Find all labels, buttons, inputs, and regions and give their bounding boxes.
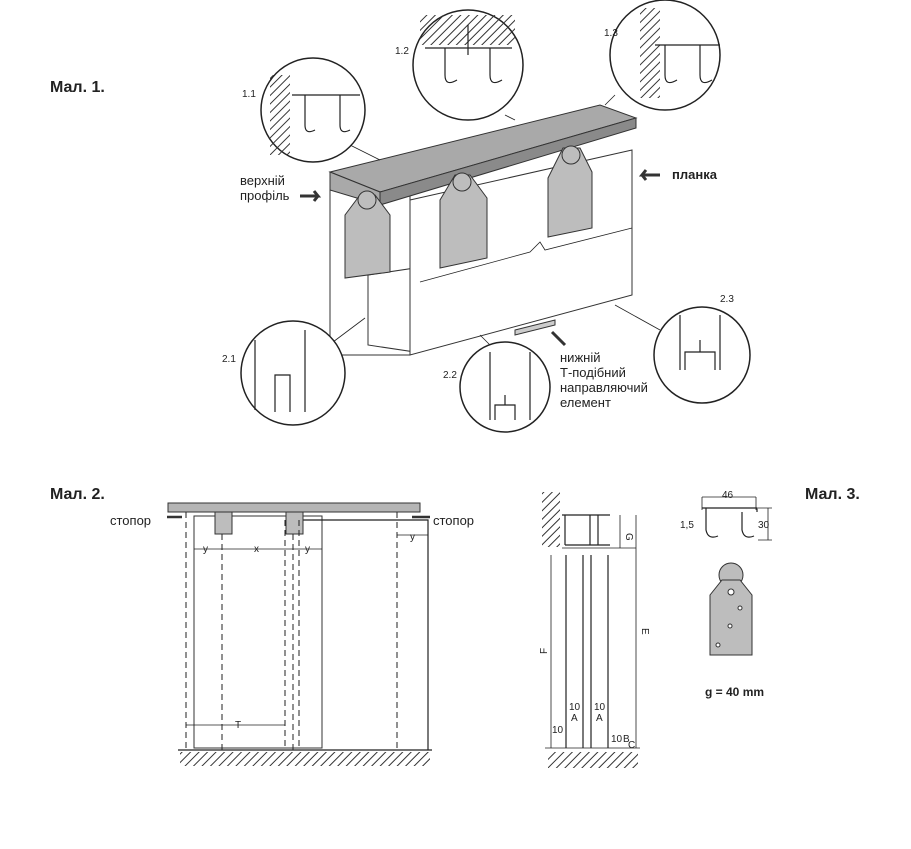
svg-text:46: 46 xyxy=(722,490,734,501)
detail-1-2: 1.2 xyxy=(395,9,524,121)
hanger-plate-2 xyxy=(439,174,488,269)
svg-text:1,5: 1,5 xyxy=(680,520,694,531)
detail-2-3: 2.3 xyxy=(614,294,751,404)
svg-text:Т-подібний: Т-подібний xyxy=(560,365,626,380)
arrow-icon xyxy=(638,169,660,181)
svg-text:E: E xyxy=(639,628,650,635)
figure3-title: Мал. 3. xyxy=(805,486,860,503)
svg-text:C: C xyxy=(628,740,635,751)
arrow-icon xyxy=(550,330,567,347)
figure1-title: Мал. 1. xyxy=(50,79,105,96)
hanger-right xyxy=(285,511,304,535)
door-break-line xyxy=(419,227,633,283)
svg-text:y: y xyxy=(203,544,208,555)
figure3-section: G F E 10 10 A A 10 10 B C xyxy=(539,492,650,768)
floor-hatch xyxy=(180,752,430,766)
svg-text:нижній: нижній xyxy=(560,350,600,365)
detail-2-1: 2.1 xyxy=(222,317,366,426)
top-rail xyxy=(167,502,421,513)
right-door xyxy=(300,519,429,750)
svg-text:направляючий: направляючий xyxy=(560,380,648,395)
top-profile-callout: верхній профіль xyxy=(240,173,322,203)
svg-text:10: 10 xyxy=(594,702,606,713)
svg-text:A: A xyxy=(596,713,603,724)
gap-note: g = 40 mm xyxy=(705,685,764,699)
svg-text:30: 30 xyxy=(758,520,770,531)
detail-label-1-1: 1.1 xyxy=(242,89,256,100)
stopper-right-label: стопор xyxy=(433,513,474,528)
svg-text:x: x xyxy=(254,544,259,555)
svg-text:y: y xyxy=(305,544,310,555)
svg-text:G: G xyxy=(623,533,634,541)
detail-label-1-2: 1.2 xyxy=(395,46,409,57)
detail-2-2: 2.2 xyxy=(443,334,551,433)
svg-text:планка: планка xyxy=(672,167,718,182)
detail-1-1: 1.1 xyxy=(242,57,381,163)
rear-door-lower xyxy=(367,267,416,353)
strip-callout: планка xyxy=(638,167,718,182)
wall-hatch xyxy=(542,492,560,547)
left-door xyxy=(193,515,323,749)
svg-text:F: F xyxy=(539,648,550,654)
bottom-guide-callout: нижній Т-подібний направляючий елемент xyxy=(550,330,648,410)
detail-1-3: 1.3 xyxy=(604,0,721,111)
top-profile-side xyxy=(379,117,637,206)
stopper-left-label: стопор xyxy=(110,513,151,528)
floor-hatch-section xyxy=(548,752,638,768)
hanger-left xyxy=(214,511,233,535)
sliding-door-assembly xyxy=(328,104,638,356)
svg-text:10: 10 xyxy=(611,734,623,745)
arrow-icon xyxy=(300,190,322,202)
figure2-elevation: y x y y T стопор стопор xyxy=(110,502,474,766)
detail-label-1-3: 1.3 xyxy=(604,28,618,39)
svg-text:10: 10 xyxy=(552,725,564,736)
svg-text:B: B xyxy=(623,734,630,745)
profile-cross-section: 46 1,5 30 xyxy=(680,490,772,541)
detail-label-2-1: 2.1 xyxy=(222,354,236,365)
svg-text:10: 10 xyxy=(569,702,581,713)
hanger-plate-3 xyxy=(547,147,593,238)
svg-text:y: y xyxy=(410,532,415,543)
svg-text:верхній: верхній xyxy=(240,173,285,188)
detail-label-2-3: 2.3 xyxy=(720,294,734,305)
detail-label-2-2: 2.2 xyxy=(443,370,457,381)
svg-text:T: T xyxy=(235,720,241,731)
svg-text:елемент: елемент xyxy=(560,395,611,410)
svg-text:A: A xyxy=(571,713,578,724)
hanger-plate-detail xyxy=(709,562,753,656)
figure2-title: Мал. 2. xyxy=(50,486,105,503)
svg-text:профіль: профіль xyxy=(240,188,290,203)
bottom-guide xyxy=(514,319,556,336)
